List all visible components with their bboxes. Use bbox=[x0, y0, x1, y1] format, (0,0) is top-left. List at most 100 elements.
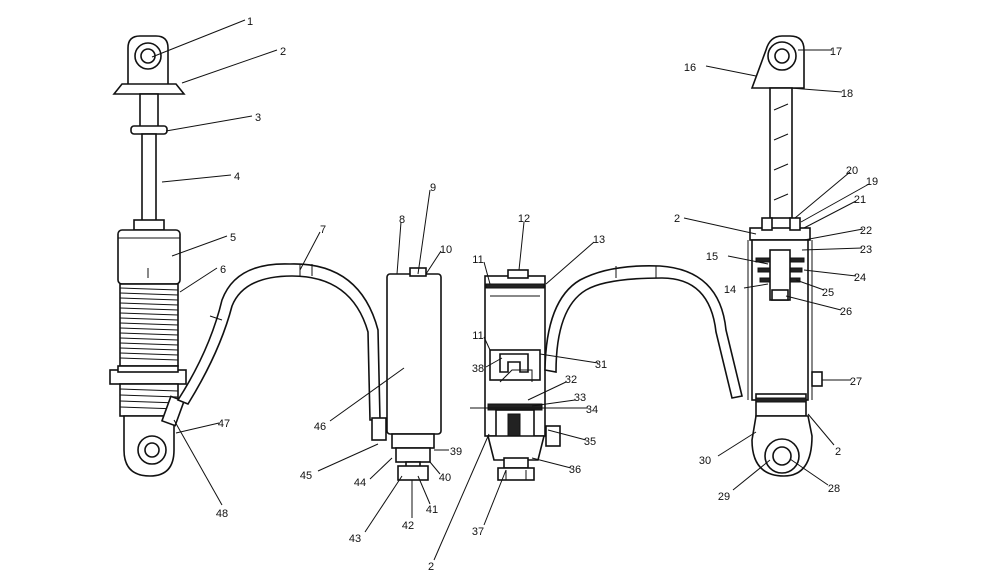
leader-line bbox=[369, 457, 393, 480]
callout-number: 30 bbox=[699, 455, 711, 467]
callout-c7: 7 bbox=[299, 224, 326, 271]
callout-c32: 32 bbox=[527, 374, 577, 401]
callout-number: 10 bbox=[440, 244, 452, 256]
callout-c16: 16 bbox=[684, 62, 757, 77]
callout-c21: 21 bbox=[803, 194, 866, 229]
callout-number: 42 bbox=[402, 520, 414, 532]
callout-number: 33 bbox=[574, 392, 586, 404]
leader-line bbox=[539, 353, 599, 364]
callout-number: 44 bbox=[354, 477, 366, 489]
callout-number: 48 bbox=[216, 508, 228, 520]
callout-number: 2 bbox=[428, 561, 434, 573]
callout-c40: 40 bbox=[429, 461, 451, 484]
leader-line bbox=[518, 221, 525, 271]
callout-number: 13 bbox=[593, 234, 605, 246]
callout-c2b: 2 bbox=[428, 433, 490, 573]
callout-c27: 27 bbox=[822, 376, 862, 388]
callout-c5: 5 bbox=[171, 232, 236, 257]
callout-c14: 14 bbox=[724, 283, 769, 296]
callout-number: 6 bbox=[220, 264, 226, 276]
callout-number: 4 bbox=[234, 171, 240, 183]
leader-line bbox=[743, 283, 769, 289]
callout-c23: 23 bbox=[801, 244, 872, 256]
leader-line bbox=[425, 250, 442, 275]
leader-line bbox=[547, 429, 587, 441]
callout-number: 38 bbox=[472, 363, 484, 375]
callout-c47: 47 bbox=[175, 418, 230, 434]
leader-line bbox=[483, 336, 491, 351]
hose-right bbox=[544, 264, 743, 399]
callout-number: 45 bbox=[300, 470, 312, 482]
leader-line bbox=[396, 221, 402, 275]
callout-c43: 43 bbox=[349, 475, 403, 545]
leader-line bbox=[789, 458, 829, 486]
leader-line bbox=[789, 87, 843, 93]
leader-line bbox=[803, 200, 857, 229]
callout-number: 2 bbox=[674, 213, 680, 225]
hose-left bbox=[176, 263, 381, 421]
leader-line bbox=[801, 247, 863, 251]
callout-c34: 34 bbox=[544, 404, 598, 416]
callout-number: 2 bbox=[835, 446, 841, 458]
callout-c24: 24 bbox=[803, 269, 866, 284]
leader-line bbox=[800, 183, 870, 223]
leader-line bbox=[807, 413, 835, 446]
callout-c17: 17 bbox=[798, 46, 842, 58]
callout-c35: 35 bbox=[547, 429, 596, 448]
leader-line bbox=[717, 431, 757, 457]
callout-c39: 39 bbox=[434, 446, 462, 458]
callout-c46: 46 bbox=[314, 367, 405, 433]
left-coil-spring bbox=[119, 283, 179, 367]
callout-number: 8 bbox=[399, 214, 405, 226]
callout-number: 20 bbox=[846, 165, 858, 177]
leader-line bbox=[417, 475, 431, 505]
callout-number: 36 bbox=[569, 464, 581, 476]
leader-line bbox=[173, 419, 223, 506]
callout-c45: 45 bbox=[300, 443, 379, 482]
leader-line bbox=[531, 399, 576, 407]
callout-number: 28 bbox=[828, 483, 840, 495]
leader-line bbox=[794, 171, 851, 219]
leader-line bbox=[181, 49, 278, 84]
callout-c42: 42 bbox=[402, 480, 414, 532]
callout-c31: 31 bbox=[539, 353, 607, 371]
leader-line bbox=[161, 174, 232, 183]
leader-line bbox=[329, 367, 405, 422]
leader-line bbox=[785, 295, 842, 311]
leader-line bbox=[165, 115, 253, 132]
leader-line bbox=[683, 217, 757, 235]
callout-number: 27 bbox=[850, 376, 862, 388]
callout-number: 19 bbox=[866, 176, 878, 188]
callout-c13: 13 bbox=[545, 234, 605, 285]
callout-number: 29 bbox=[718, 491, 730, 503]
reservoir-cutaway bbox=[470, 269, 561, 481]
leader-line bbox=[803, 228, 864, 241]
callout-number: 11 bbox=[472, 330, 483, 342]
callout-number: 12 bbox=[518, 213, 530, 225]
callout-c38: 38 bbox=[472, 357, 503, 375]
callout-number: 24 bbox=[854, 272, 866, 284]
callout-number: 47 bbox=[218, 418, 230, 430]
callout-c41: 41 bbox=[417, 475, 438, 516]
callout-number: 21 bbox=[854, 194, 866, 206]
callout-number: 16 bbox=[684, 62, 696, 74]
leader-line bbox=[179, 267, 218, 293]
callout-number: 5 bbox=[230, 232, 236, 244]
callout-number: 34 bbox=[586, 404, 598, 416]
callout-c29: 29 bbox=[718, 459, 771, 503]
leader-line bbox=[317, 443, 379, 472]
leader-line bbox=[429, 461, 441, 475]
callout-number: 17 bbox=[830, 46, 842, 58]
callout-c33: 33 bbox=[531, 392, 586, 407]
leader-line bbox=[151, 19, 246, 58]
callout-number: 32 bbox=[565, 374, 577, 386]
leader-line bbox=[483, 261, 491, 285]
callout-number: 3 bbox=[255, 112, 261, 124]
callout-c1: 1 bbox=[151, 16, 253, 58]
callout-number: 14 bbox=[724, 284, 736, 296]
leader-line bbox=[531, 457, 572, 469]
callout-c26: 26 bbox=[785, 295, 852, 318]
callout-c48: 48 bbox=[173, 419, 228, 520]
callout-c36: 36 bbox=[531, 457, 581, 476]
